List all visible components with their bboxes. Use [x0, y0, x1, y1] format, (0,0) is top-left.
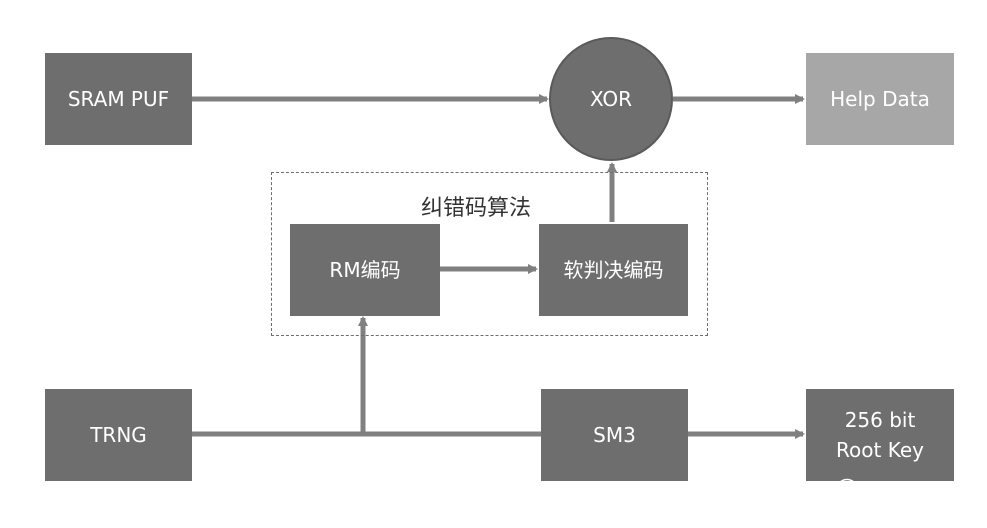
soft-decision-node: 软判决编码: [539, 224, 688, 316]
root-key-label: 256 bit Root Key: [836, 405, 924, 465]
xor-node: XOR: [549, 37, 673, 161]
root-key-line-1: 256 bit: [844, 408, 916, 432]
help-data-node: Help Data: [806, 53, 954, 145]
root-key-line-2: Root Key: [836, 438, 924, 462]
root-key-node: 256 bit Root Key: [806, 389, 954, 481]
ecc-group: [271, 172, 708, 336]
trng-node: TRNG: [45, 389, 192, 481]
sram-puf-node: SRAM PUF: [45, 53, 192, 145]
rm-encode-node: RM编码: [290, 224, 440, 316]
ecc-group-title: 纠错码算法: [420, 196, 531, 221]
wechat-icon: [837, 478, 863, 500]
sm3-node: SM3: [541, 389, 688, 481]
watermark-text: WB MIKU: [869, 478, 955, 500]
watermark: WB MIKU: [837, 478, 955, 500]
